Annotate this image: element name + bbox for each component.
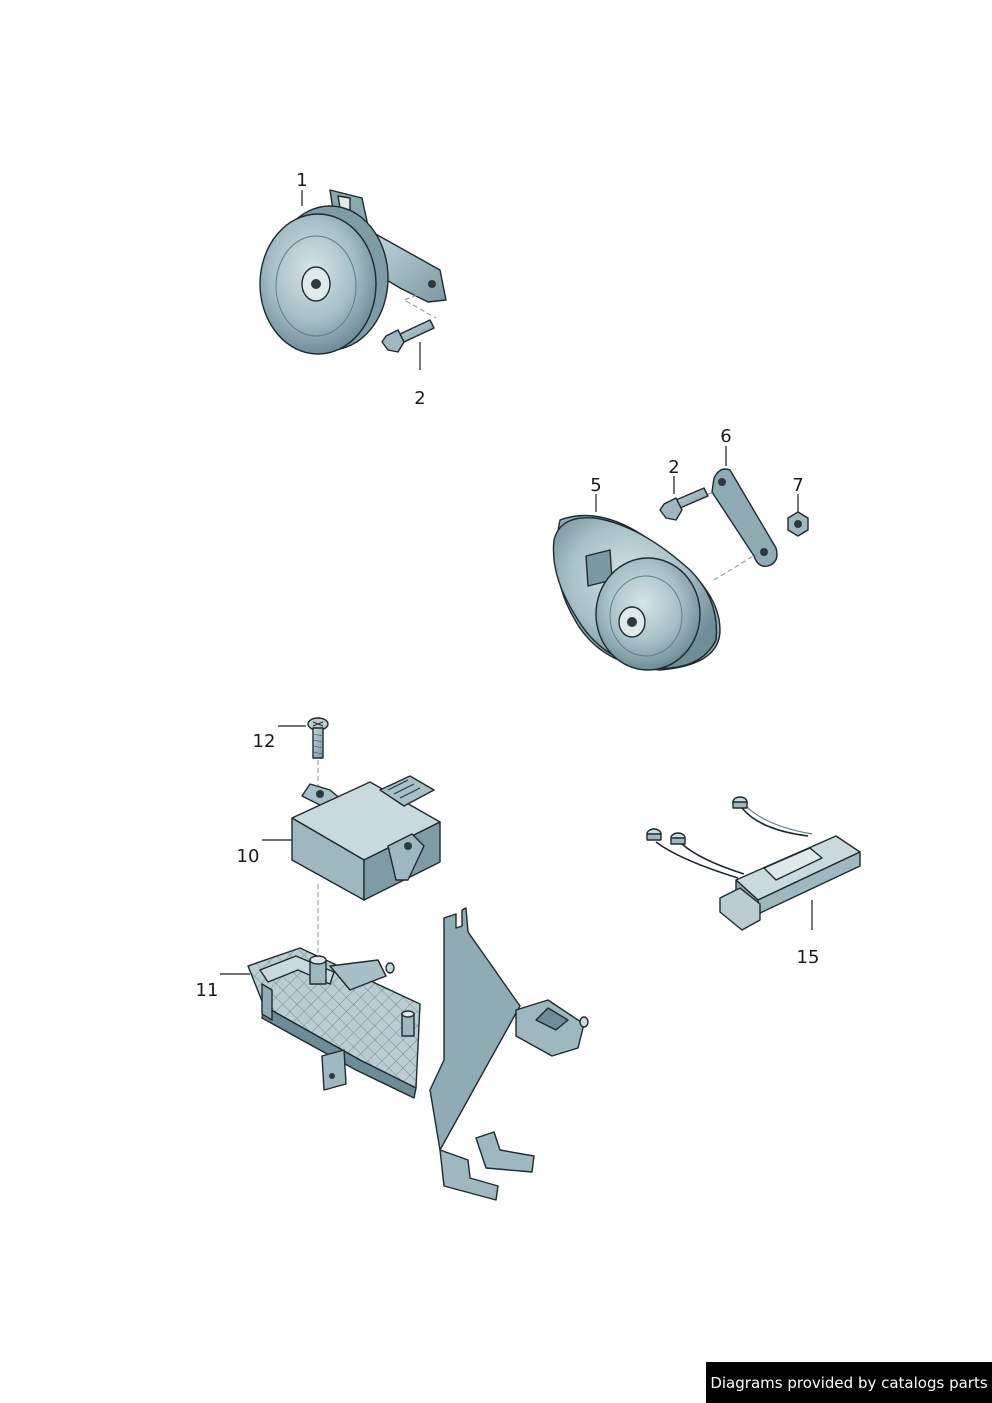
callout-1: 1 (296, 170, 307, 191)
credit-banner: Diagrams provided by catalogs parts (706, 1362, 992, 1403)
horn-1-icon (259, 189, 447, 355)
callout-2-upper: 2 (414, 388, 425, 409)
mounting-bracket-11-icon (247, 907, 589, 1201)
callout-6: 6 (720, 426, 731, 447)
horn-5-icon (552, 514, 721, 671)
callout-11: 11 (196, 980, 219, 1001)
callout-12: 12 (253, 731, 276, 752)
bolt-2-lower-icon (659, 487, 723, 521)
bracket-6-icon (711, 468, 778, 581)
screw-12-icon (307, 717, 329, 759)
nut-7-icon (787, 511, 809, 537)
bolt-2-upper-icon (381, 289, 437, 353)
callout-10: 10 (237, 846, 260, 867)
callout-15: 15 (797, 947, 820, 968)
callout-2-lower: 2 (668, 457, 679, 478)
callout-5: 5 (590, 475, 601, 496)
control-unit-10-icon (291, 775, 441, 901)
callout-7: 7 (792, 475, 803, 496)
sensor-harness-15-icon (646, 796, 861, 931)
